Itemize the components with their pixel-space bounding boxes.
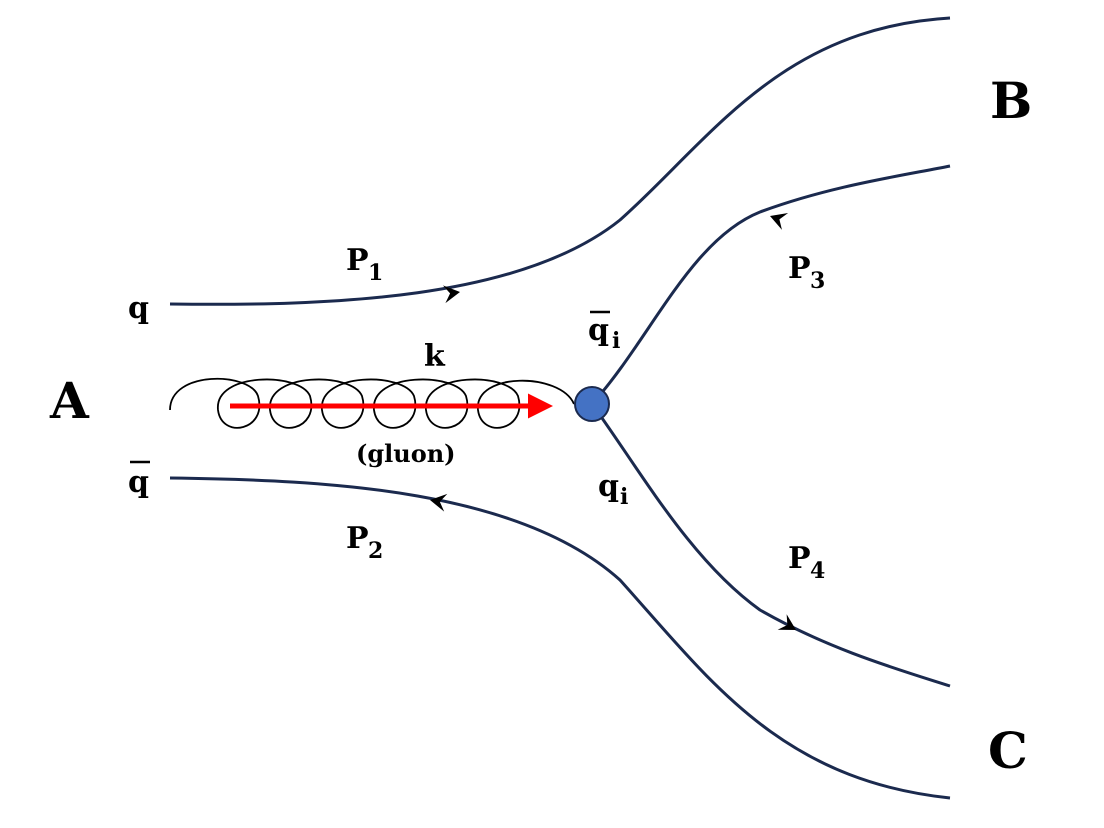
- label-p1-sub: 1: [368, 260, 383, 286]
- label-antiquark: q: [128, 465, 149, 500]
- vertex-icon: [574, 386, 610, 422]
- label-meson-b: B: [990, 71, 1032, 130]
- label-p2-sub: 2: [368, 538, 383, 564]
- label-p1: P: [346, 243, 369, 278]
- label-p2: P: [346, 521, 369, 556]
- gluon-line: [169, 377, 575, 429]
- arrowhead-p2-icon: [430, 493, 448, 512]
- label-quark-i: q: [598, 469, 619, 504]
- arrowhead-p3-icon: [770, 213, 789, 230]
- antiquark-line-p2: [169, 476, 951, 800]
- label-meson-a: A: [49, 371, 90, 430]
- arrowhead-p1-icon: [442, 285, 460, 304]
- label-p3-sub: 3: [810, 268, 825, 294]
- quark-line-p1: [169, 16, 951, 306]
- label-quark: q: [128, 291, 149, 326]
- arrowhead-p4-icon: [777, 614, 796, 630]
- label-gluon-name: (gluon): [356, 439, 456, 468]
- label-quark-i-index: i: [620, 484, 628, 510]
- label-p3: P: [788, 251, 811, 286]
- antiquark-line-p3: [590, 164, 951, 406]
- label-meson-c: C: [988, 721, 1028, 780]
- label-antiquark-i-index: i: [612, 328, 620, 354]
- quark-line-p4: [590, 403, 951, 688]
- label-p4-sub: 4: [810, 558, 825, 584]
- label-p4: P: [788, 541, 811, 576]
- label-antiquark-i: q: [588, 313, 609, 348]
- label-gluon-momentum: k: [424, 339, 446, 374]
